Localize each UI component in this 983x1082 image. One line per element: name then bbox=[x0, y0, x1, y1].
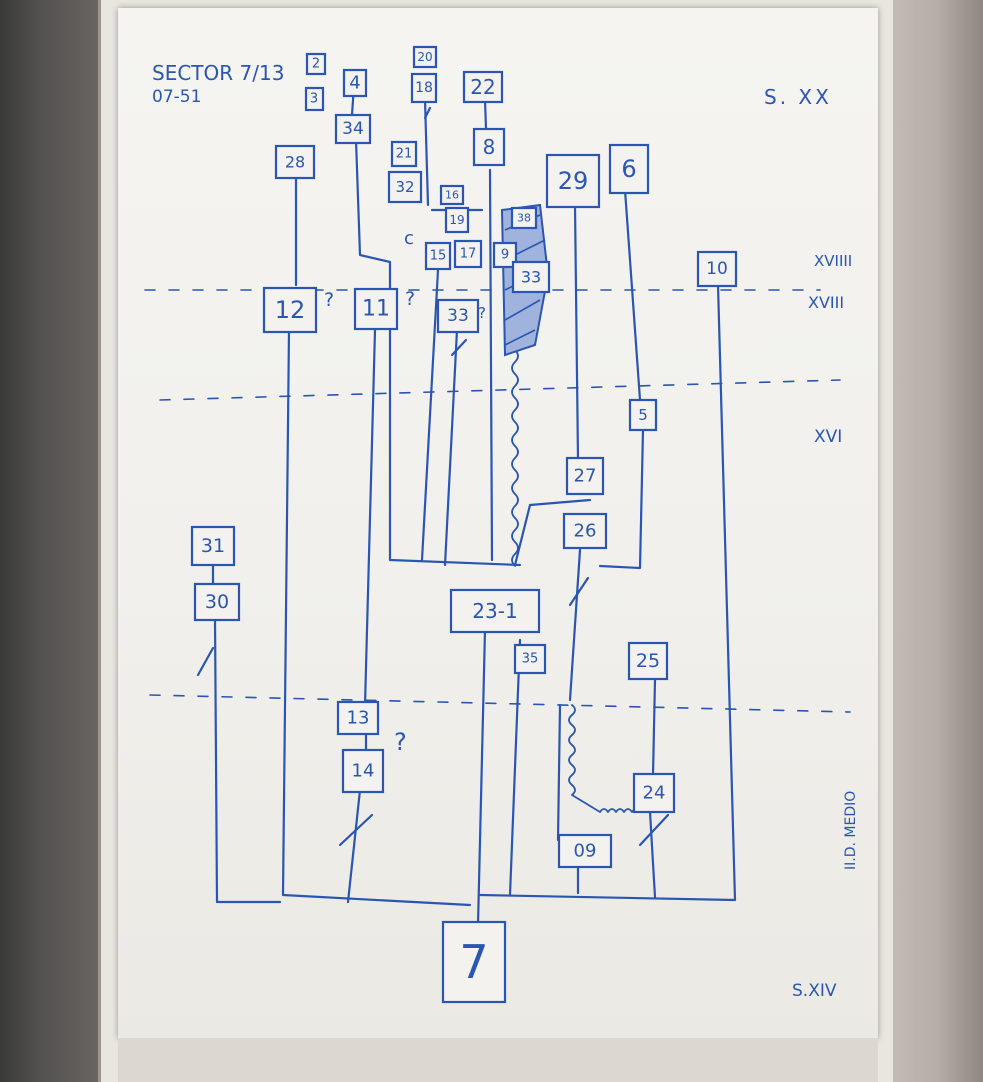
label-u25: 25 bbox=[636, 650, 660, 672]
line-15-down bbox=[422, 270, 438, 560]
sector-title: SECTOR 7/13 bbox=[152, 61, 284, 85]
label-u9b: 9 bbox=[501, 248, 509, 263]
period-label-1: XVIIII bbox=[814, 252, 852, 270]
line-29-27 bbox=[575, 205, 578, 460]
label-u09: 09 bbox=[574, 841, 597, 862]
period-label-4: II.D. MEDIO bbox=[843, 791, 859, 870]
line-22-8 bbox=[485, 100, 486, 128]
line-34-11 bbox=[356, 140, 520, 565]
line-33-down bbox=[445, 330, 457, 565]
label-u22: 22 bbox=[470, 75, 495, 99]
label-u28: 28 bbox=[285, 153, 305, 172]
period-label-2: XVIII bbox=[808, 293, 844, 312]
tick-3 bbox=[570, 578, 588, 605]
label-u30: 30 bbox=[205, 591, 229, 613]
line-14-bottom bbox=[348, 790, 360, 902]
line-23-7 bbox=[478, 630, 485, 925]
label-u2: 2 bbox=[312, 57, 320, 72]
line-30-bottom bbox=[215, 618, 280, 902]
label-u33b: 33 bbox=[521, 268, 541, 287]
label-u4: 4 bbox=[349, 73, 360, 94]
question-mark-2: ? bbox=[405, 288, 415, 310]
label-u27: 27 bbox=[574, 466, 597, 487]
period-line-2 bbox=[160, 380, 840, 400]
label-u26: 26 bbox=[574, 521, 597, 542]
line-12-bottom bbox=[283, 330, 470, 905]
spring-line-main bbox=[512, 350, 518, 566]
label-u21: 21 bbox=[396, 147, 413, 162]
label-u18: 18 bbox=[415, 80, 433, 96]
label-u34: 34 bbox=[342, 119, 364, 139]
label-u29: 29 bbox=[558, 167, 589, 195]
tick-1 bbox=[198, 648, 213, 675]
line-25-24 bbox=[653, 680, 655, 775]
label-u3: 3 bbox=[310, 92, 318, 107]
label-u38: 38 bbox=[517, 212, 531, 225]
label-u24: 24 bbox=[643, 783, 666, 804]
question-mark-3: ? bbox=[478, 304, 486, 322]
label-u19: 19 bbox=[449, 213, 464, 227]
label-u33: 33 bbox=[447, 306, 469, 326]
line-11-13 bbox=[365, 330, 375, 705]
tick-4 bbox=[452, 340, 466, 355]
top-century-label: S. XX bbox=[764, 85, 832, 109]
label-u11: 11 bbox=[362, 297, 390, 322]
label-u7: 7 bbox=[459, 935, 488, 989]
line-6-5 bbox=[625, 190, 640, 400]
period-line-3 bbox=[150, 695, 850, 712]
spring-line-lower bbox=[569, 705, 640, 812]
label-u8: 8 bbox=[483, 135, 496, 159]
line-35 bbox=[510, 640, 520, 895]
line-26-23 bbox=[570, 550, 580, 700]
label-u16: 16 bbox=[445, 189, 459, 202]
label-u17: 17 bbox=[460, 247, 477, 262]
label-u5: 5 bbox=[638, 406, 648, 424]
label-u14: 14 bbox=[352, 761, 375, 782]
sector-code: 07-51 bbox=[152, 87, 201, 107]
label-u32: 32 bbox=[395, 178, 414, 196]
label-u12: 12 bbox=[275, 296, 306, 324]
label-u31: 31 bbox=[201, 535, 225, 557]
line-24-bottom bbox=[650, 812, 655, 897]
label-u6: 6 bbox=[621, 155, 636, 183]
question-mark-1: ? bbox=[324, 289, 334, 311]
question-mark-4: ? bbox=[394, 728, 407, 756]
label-u20: 20 bbox=[417, 50, 432, 64]
label-u10: 10 bbox=[706, 259, 728, 279]
line-09 bbox=[558, 705, 560, 840]
line-8-23 bbox=[490, 170, 492, 560]
bottom-century-label: S.XIV bbox=[792, 981, 837, 1001]
label-u35: 35 bbox=[522, 652, 539, 667]
label-u13: 13 bbox=[347, 708, 370, 729]
label-u15: 15 bbox=[430, 249, 447, 264]
tick-5 bbox=[640, 815, 668, 845]
period-label-3: XVI bbox=[814, 427, 842, 447]
label-u23: 23-1 bbox=[472, 599, 517, 623]
c-mark: c bbox=[404, 228, 414, 249]
